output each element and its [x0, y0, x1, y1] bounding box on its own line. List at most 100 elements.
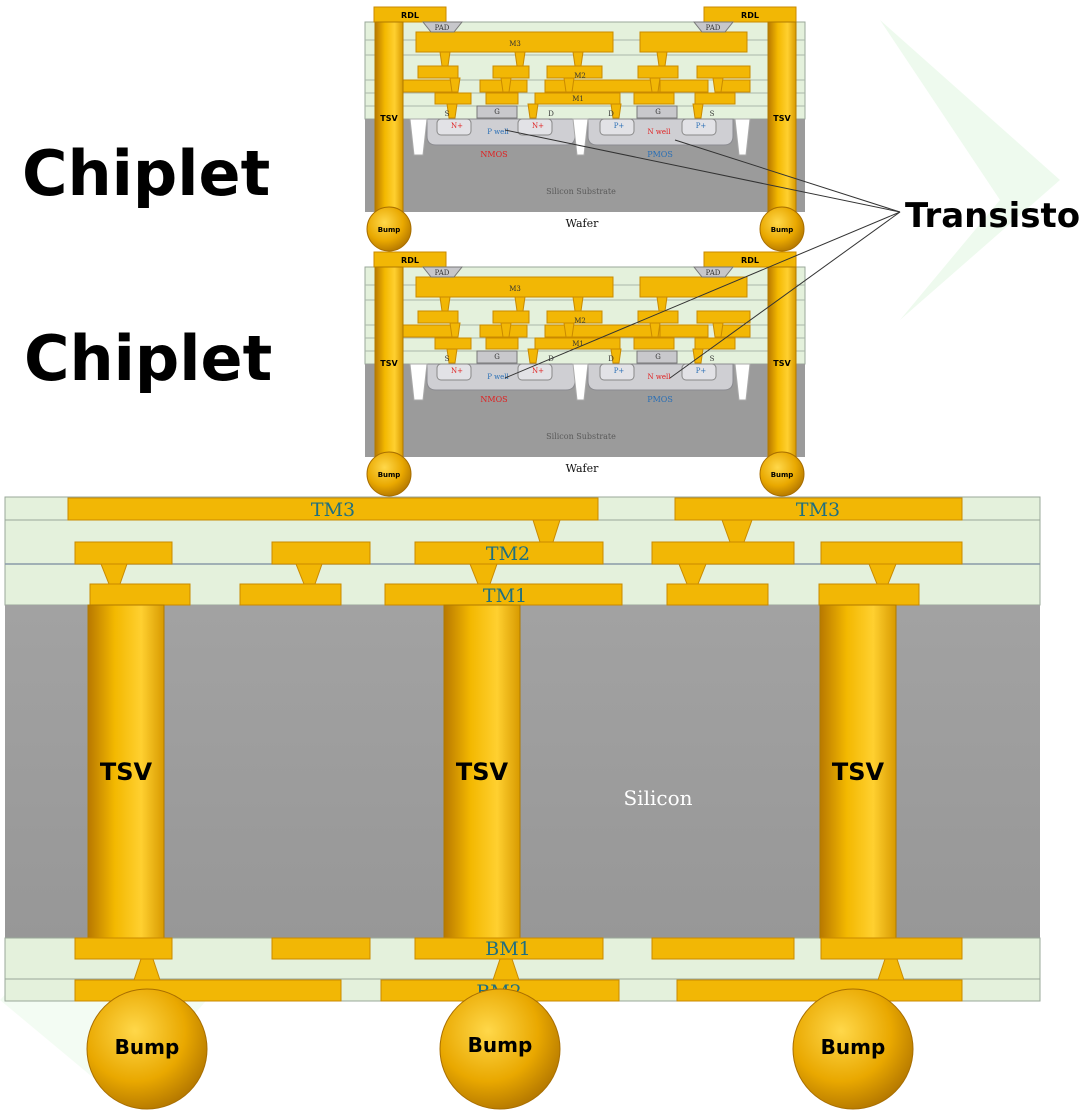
m1-trace	[694, 92, 736, 105]
via	[692, 103, 704, 119]
drain-label: D	[608, 355, 614, 363]
m1-label: M1	[572, 340, 584, 348]
m1-trace	[534, 337, 621, 350]
gate-label: G	[494, 353, 500, 361]
rdl-trace	[373, 251, 447, 268]
tm1-trace	[239, 583, 342, 606]
drain-label: D	[608, 110, 614, 118]
tm3-trace	[67, 497, 599, 521]
m2-trace	[402, 324, 454, 338]
rdl-trace	[373, 6, 447, 23]
tm3-label: TM3	[796, 499, 840, 521]
m1-trace	[694, 337, 736, 350]
tm3-label: TM3	[311, 499, 355, 521]
m1-label: M1	[572, 95, 584, 103]
via	[649, 322, 661, 338]
gate	[636, 350, 678, 364]
p-plus-region	[681, 363, 717, 381]
m2-trace	[402, 79, 454, 93]
rdl-trace	[703, 6, 797, 23]
metal-trace	[417, 310, 459, 324]
m3-trace	[639, 276, 748, 298]
via	[439, 296, 451, 312]
n-well-label: N well	[648, 128, 672, 136]
metal-trace	[696, 65, 751, 79]
via	[514, 51, 526, 67]
tsv-label: TSV	[773, 359, 791, 368]
tsv-pillar	[374, 266, 404, 458]
bump-label: Bump	[771, 471, 794, 479]
tsv-pillar	[767, 266, 797, 458]
metal-trace	[696, 310, 751, 324]
n-plus-label: N+	[532, 367, 544, 375]
tsv-label: TSV	[380, 114, 398, 123]
tsv-pillar	[443, 604, 521, 939]
drain-label: D	[548, 110, 554, 118]
p-plus-region	[599, 118, 635, 136]
pad	[692, 21, 735, 33]
pad-label: PAD	[706, 24, 721, 32]
tsv-label: TSV	[773, 114, 791, 123]
m1-trace	[633, 92, 675, 105]
pad-label: PAD	[435, 269, 450, 277]
rdl-label: RDL	[401, 11, 419, 20]
tm1-trace	[818, 583, 920, 606]
pad	[421, 21, 464, 33]
m3-label: M3	[509, 40, 521, 48]
via	[656, 51, 668, 67]
m2-trace	[659, 324, 709, 338]
m1-trace	[485, 337, 519, 350]
m3-trace	[639, 31, 748, 53]
p-plus-label: P+	[614, 122, 625, 130]
tsv-label: TSV	[832, 758, 885, 786]
p-plus-region	[599, 363, 635, 381]
n-plus-region	[436, 118, 472, 136]
n-plus-region	[436, 363, 472, 381]
bump-ball	[759, 451, 805, 497]
bm2-trace	[676, 979, 963, 1002]
bm1-trace	[820, 937, 963, 960]
rdl-label: RDL	[741, 256, 759, 265]
bump-label: Bump	[115, 1035, 180, 1059]
bm1-trace	[651, 937, 795, 960]
source-label: S	[445, 110, 450, 118]
transistor-pointer-line	[504, 129, 901, 213]
gate-label: G	[494, 108, 500, 116]
source-label: S	[710, 355, 715, 363]
m1-trace	[633, 337, 675, 350]
metal-trace	[492, 310, 530, 324]
pad-label: PAD	[435, 24, 450, 32]
p-well-label: P well	[487, 373, 509, 381]
p-plus-region	[681, 118, 717, 136]
source-label: S	[710, 110, 715, 118]
tm2-trace	[651, 541, 795, 565]
via	[712, 322, 724, 338]
via	[610, 103, 622, 119]
wafer-label: Wafer	[566, 217, 599, 230]
tm2-trace	[74, 541, 173, 565]
rdl-label: RDL	[401, 256, 419, 265]
via	[500, 77, 512, 93]
shallow-trench-isolation	[409, 118, 428, 156]
pmos-label: PMOS	[647, 395, 673, 404]
chiplet-top-label: Chiplet	[22, 137, 270, 210]
shallow-trench-isolation	[734, 363, 751, 401]
transistor-label: Transistor	[905, 196, 1080, 236]
pmos-label: PMOS	[647, 150, 673, 159]
nmos-label: NMOS	[480, 395, 507, 404]
via	[449, 322, 461, 338]
silicon-substrate-label: Silicon Substrate	[546, 432, 616, 441]
m2-trace	[659, 79, 709, 93]
bump-ball	[792, 988, 914, 1110]
p-well-label: P well	[487, 128, 509, 136]
tsv-label: TSV	[100, 758, 153, 786]
transistor-callout: Transistor	[504, 129, 1080, 379]
transistor-pointer-line	[669, 211, 901, 379]
pad	[421, 266, 464, 278]
via	[500, 322, 512, 338]
bump-ball	[759, 206, 805, 252]
bm1-trace	[271, 937, 371, 960]
bump-label: Bump	[821, 1035, 886, 1059]
m2-label: M2	[574, 317, 586, 325]
tsv-label: TSV	[380, 359, 398, 368]
